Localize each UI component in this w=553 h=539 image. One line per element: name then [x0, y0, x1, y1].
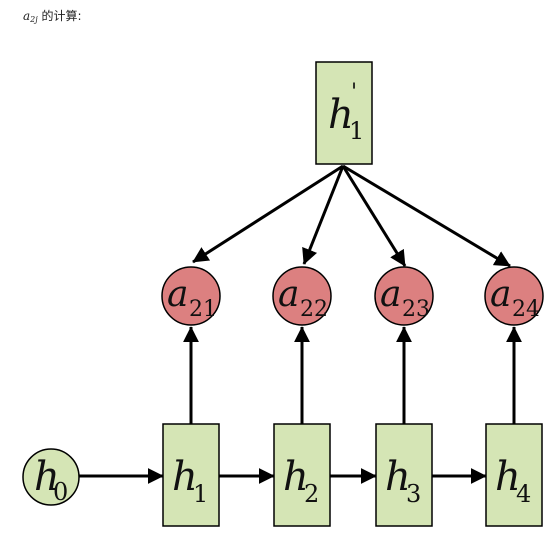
attention-a22-sub: 22	[300, 297, 328, 322]
caption: a2j 的计算:	[23, 7, 82, 24]
decoder-state-node: h 1 '	[315, 61, 373, 165]
initial-state-sub: 0	[53, 478, 68, 506]
encoder-h4-sub: 4	[516, 480, 531, 508]
caption-sub: 2j	[30, 15, 38, 24]
attention-node-a23: a 23	[374, 266, 434, 326]
encoder-state-h3: h 3	[375, 423, 433, 527]
attention-a24-base: a	[490, 274, 511, 315]
encoder-state-h1: h 1	[162, 423, 220, 527]
caption-text: 的计算:	[37, 9, 82, 23]
attention-a24-sub: 24	[512, 297, 540, 322]
encoder-h1-base: h	[172, 454, 198, 500]
attention-node-a24: a 24	[484, 266, 544, 326]
attention-a23-base: a	[380, 274, 401, 315]
arrow-decoder-to-a22	[302, 165, 345, 265]
encoder-h2-base: h	[283, 454, 309, 500]
caption-var: a	[23, 9, 31, 23]
decoder-state-sub: 1	[349, 117, 364, 145]
initial-state-node: h 0	[22, 448, 80, 506]
attention-a21-sub: 21	[189, 297, 217, 322]
attention-a21-base: a	[167, 274, 188, 315]
attention-node-a22: a 22	[272, 266, 332, 326]
attention-a22-base: a	[278, 274, 299, 315]
decoder-state-base: h	[328, 92, 354, 138]
arrow-decoder-to-a23	[341, 165, 407, 267]
attention-a23-sub: 23	[402, 297, 430, 322]
encoder-h3-sub: 3	[406, 480, 421, 508]
encoder-h3-base: h	[385, 454, 411, 500]
encoder-h1-sub: 1	[193, 480, 208, 508]
arrow-decoder-to-a24	[342, 164, 511, 268]
attention-node-a21: a 21	[161, 266, 221, 326]
encoder-state-h4: h 4	[485, 423, 543, 527]
initial-state-base: h	[34, 454, 60, 500]
encoder-h2-sub: 2	[304, 480, 319, 508]
arrow-decoder-to-a21	[192, 164, 344, 264]
encoder-h4-base: h	[495, 454, 521, 500]
decoder-state-prime: '	[351, 80, 357, 105]
encoder-state-h2: h 2	[273, 423, 331, 527]
